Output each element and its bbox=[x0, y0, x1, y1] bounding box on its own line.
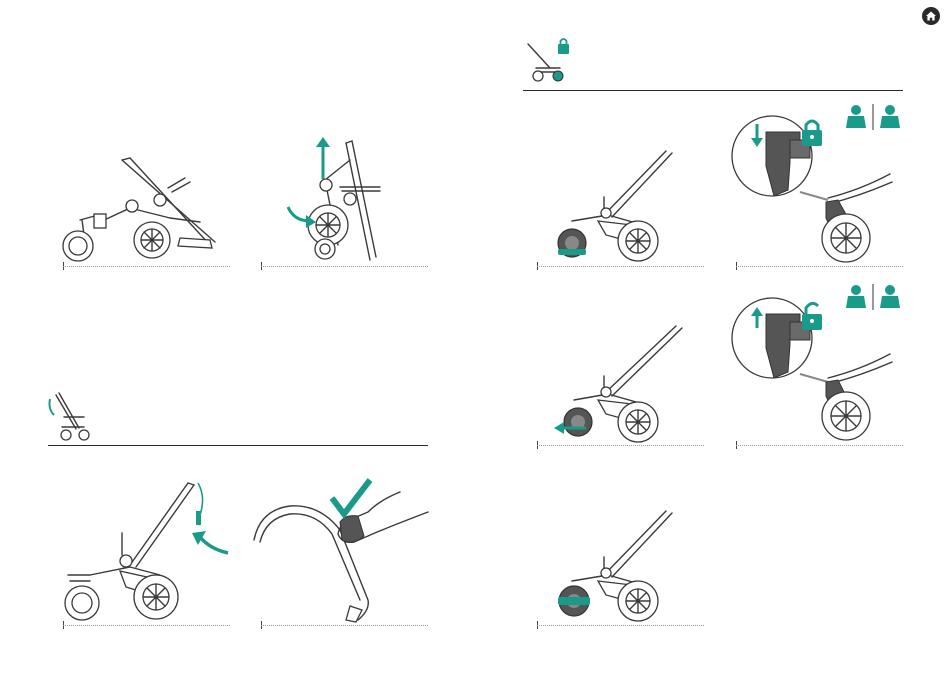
child-seat-icon bbox=[846, 284, 900, 310]
panel-baseline bbox=[537, 266, 704, 267]
wrist-strap-step-1-illustration bbox=[60, 475, 240, 625]
section-divider bbox=[523, 90, 903, 91]
child-seat-icon bbox=[846, 104, 900, 130]
panel-baseline bbox=[537, 625, 704, 626]
home-icon bbox=[925, 10, 937, 22]
panel-baseline bbox=[63, 625, 230, 626]
panel-baseline bbox=[736, 266, 903, 267]
fold-step-1-illustration bbox=[60, 150, 230, 265]
panel-baseline bbox=[736, 445, 903, 446]
swivel-lock-detail-unlocked bbox=[730, 282, 905, 446]
panel-baseline bbox=[63, 266, 230, 267]
swivel-lock-step-2-illustration bbox=[548, 320, 688, 445]
section-divider bbox=[48, 445, 428, 446]
swivel-lock-detail-locked bbox=[730, 100, 905, 268]
fold-step-2-illustration bbox=[280, 135, 390, 265]
wrist-strap-step-2-illustration bbox=[250, 470, 430, 620]
panel-baseline bbox=[261, 625, 428, 626]
swivel-wheel-section-icon bbox=[524, 38, 574, 84]
home-button[interactable] bbox=[922, 7, 940, 25]
swivel-lock-step-1-illustration bbox=[548, 145, 688, 265]
swivel-lock-step-3-illustration bbox=[548, 505, 688, 625]
panel-baseline bbox=[537, 445, 704, 446]
panel-baseline bbox=[261, 266, 428, 267]
wrist-strap-section-icon bbox=[46, 393, 92, 441]
